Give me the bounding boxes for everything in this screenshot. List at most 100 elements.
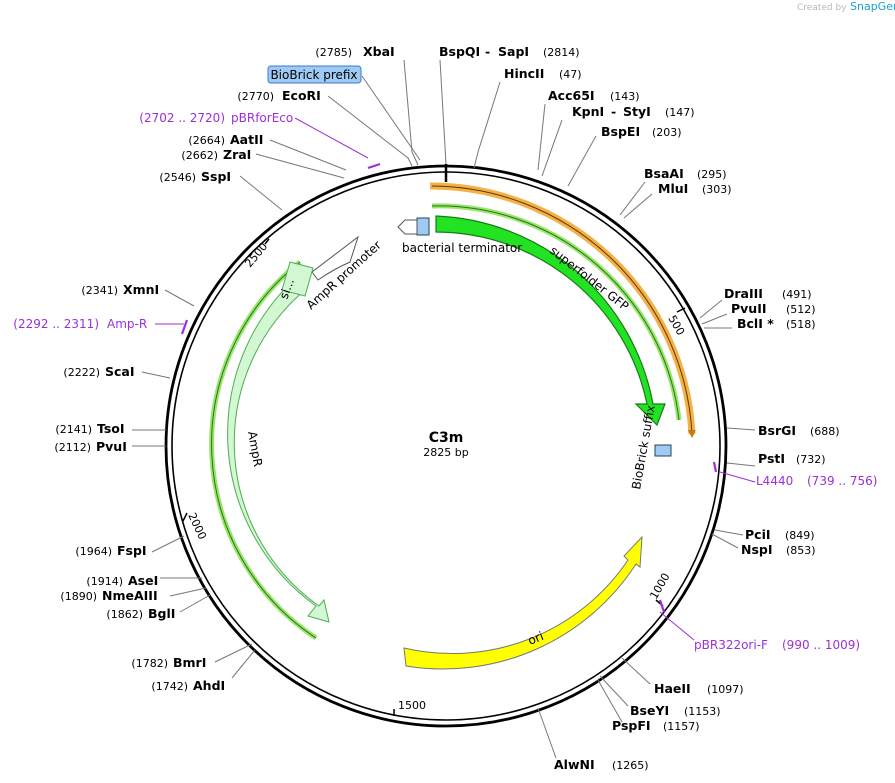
site-pos-psti: (732) (796, 453, 826, 466)
tick-1000: 1000 (647, 571, 672, 602)
plasmid-length: 2825 bp (423, 446, 468, 459)
site-name-alwni[interactable]: AlwNI (554, 757, 595, 772)
site-pos-pvui: (2112) (54, 441, 91, 454)
ampr-outer-line (211, 261, 317, 639)
site-pos-bgli: (1862) (106, 608, 143, 621)
site-name-acc65i[interactable]: Acc65I (548, 88, 595, 103)
site-name-aatii[interactable]: AatII (230, 132, 263, 147)
site-pos-fspi: (1964) (75, 545, 112, 558)
site-pos-aatii: (2664) (188, 134, 225, 147)
site-pos-nspi: (853) (786, 544, 816, 557)
primer-range-pbrforeco: (2702 .. 2720) (139, 111, 225, 125)
site-name-pvuii[interactable]: PvuII (731, 301, 767, 316)
site-pos-bsrgi: (688) (810, 425, 840, 438)
ori-arrow[interactable] (403, 535, 643, 670)
primer-range-pbr322ori: (990 .. 1009) (782, 638, 860, 652)
site-name-bsaai[interactable]: BsaAI (644, 166, 684, 181)
site-name-asei[interactable]: AseI (128, 573, 158, 588)
site-pos-pspfi: (1157) (663, 720, 700, 733)
site-name-mlui[interactable]: MluI (658, 181, 688, 196)
site-name-kpni[interactable]: KpnI (572, 104, 604, 119)
site-name-xbai[interactable]: XbaI (363, 44, 395, 59)
primer-name-pbrforeco[interactable]: pBRforEco (231, 111, 293, 125)
site-pos-alwni: (1265) (612, 759, 649, 772)
biobrick-prefix-box[interactable] (416, 217, 430, 236)
green-thin-arc (431, 203, 682, 421)
label-ampr: AmpR (245, 430, 265, 468)
site-pos-asei: (1914) (86, 575, 123, 588)
site-pos-ahdi: (1742) (151, 680, 188, 693)
site-name-pvui[interactable]: PvuI (96, 439, 127, 454)
site-name-scai[interactable]: ScaI (105, 364, 135, 379)
primer-name-l4440[interactable]: L4440 (756, 474, 793, 488)
terminator-arrow[interactable] (397, 219, 418, 235)
primer-range-ampr: (2292 .. 2311) (13, 317, 99, 331)
tick-2500: 2500 (242, 240, 270, 270)
sfgfp-arrow[interactable] (435, 215, 666, 427)
site-sep-bspqi: - (485, 44, 490, 59)
features (209, 182, 696, 670)
site-name-pspfi[interactable]: PspFI (612, 718, 651, 733)
site-name-styi[interactable]: StyI (623, 104, 651, 119)
site-pos-draiii: (491) (782, 288, 812, 301)
site-name-sapi[interactable]: SapI (498, 44, 529, 59)
site-pos-xbai: (2785) (315, 46, 352, 59)
site-name-sspi[interactable]: SspI (201, 169, 231, 184)
plasmid-name: C3m (429, 430, 464, 446)
site-name-ecori[interactable]: EcoRI (282, 88, 321, 103)
site-name-psti[interactable]: PstI (758, 451, 785, 466)
site-pos-hincii: (47) (559, 68, 582, 81)
tick-1500: 1500 (398, 699, 426, 712)
label-signal: si... (277, 276, 297, 301)
site-pos-haeii: (1097) (707, 683, 744, 696)
site-name-bseyi[interactable]: BseYI (630, 703, 669, 718)
site-name-xmni[interactable]: XmnI (123, 282, 159, 297)
site-leaders (132, 59, 756, 759)
site-pos-bseyi: (1153) (684, 705, 721, 718)
site-name-tsoi[interactable]: TsoI (97, 421, 125, 436)
site-pos-xmni: (2341) (81, 284, 118, 297)
site-name-bmri[interactable]: BmrI (173, 655, 206, 670)
primer-name-pbr322ori[interactable]: pBR322ori-F (694, 638, 768, 652)
site-name-nmeaiii[interactable]: NmeAIII (102, 588, 158, 603)
site-pos-kpni: (147) (665, 106, 695, 119)
site-name-bspei[interactable]: BspEI (601, 124, 640, 139)
label-sfgfp: superfolder GFP (547, 243, 631, 313)
biobrick-suffix-box[interactable] (654, 444, 672, 457)
site-pos-bmri: (1782) (131, 657, 168, 670)
label-ori: ori (526, 629, 546, 648)
site-pos-mlui: (303) (702, 183, 732, 196)
site-name-bgli[interactable]: BglI (148, 606, 175, 621)
site-name-nspi[interactable]: NspI (741, 542, 773, 557)
site-pos-acc65i: (143) (610, 90, 640, 103)
site-pos-sspi: (2546) (159, 171, 196, 184)
site-pos-pcii: (849) (785, 529, 815, 542)
label-bacterial-terminator: bacterial terminator (402, 241, 522, 255)
site-name-hincii[interactable]: HincII (504, 66, 544, 81)
biobrick-prefix-badge[interactable] (267, 65, 362, 84)
snapgene-logo: SnapGene (850, 0, 895, 13)
site-name-zrai[interactable]: ZraI (223, 147, 251, 162)
site-name-bcli[interactable]: BclI * (737, 316, 774, 331)
ampr-arrow[interactable] (227, 275, 330, 623)
site-pos-ecori: (2770) (237, 90, 274, 103)
site-pos-bspqi: (2814) (543, 46, 580, 59)
signal-box[interactable] (281, 261, 314, 297)
site-name-fspi[interactable]: FspI (117, 543, 147, 558)
site-name-pcii[interactable]: PciI (745, 527, 771, 542)
site-pos-bcli: (518) (786, 318, 816, 331)
site-name-haeii[interactable]: HaeII (654, 681, 691, 696)
site-name-bsrgi[interactable]: BsrGI (758, 423, 796, 438)
green-thin-line (431, 205, 680, 421)
watermark-created-by: Created by (797, 3, 847, 13)
site-pos-bspei: (203) (652, 126, 682, 139)
primer-leaders (155, 117, 756, 641)
site-name-bspqi[interactable]: BspQI (439, 44, 480, 59)
primer-range-l4440: (739 .. 756) (807, 474, 877, 488)
primer-name-ampr[interactable]: Amp-R (107, 317, 147, 331)
site-name-ahdi[interactable]: AhdI (193, 678, 225, 693)
label-biobrick-prefix: BioBrick prefix (270, 68, 357, 82)
site-name-draiii[interactable]: DraIII (724, 286, 763, 301)
ampr-promoter-arrow[interactable] (311, 235, 359, 281)
